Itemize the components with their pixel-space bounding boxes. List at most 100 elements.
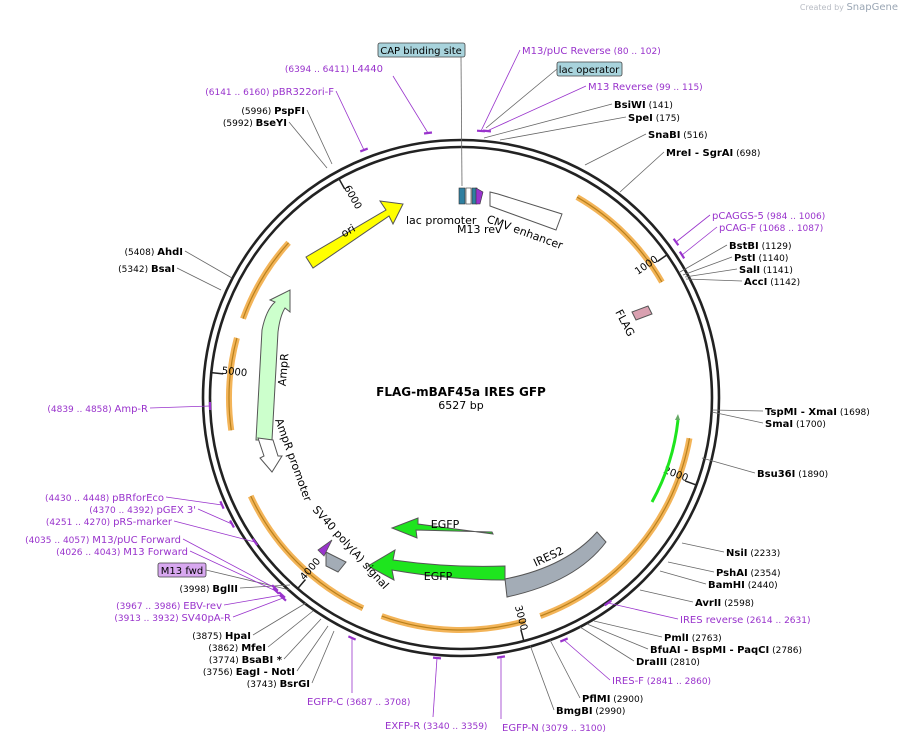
label-part-a: (3756) [203, 668, 236, 678]
primer-label-2[interactable]: pCAGGS-5 (984 .. 1006) [712, 211, 825, 222]
primer-label-5[interactable]: IRES-F (2841 .. 2860) [612, 676, 711, 687]
primer-label-11[interactable]: (4026 .. 4043) M13 Forward [56, 547, 188, 558]
site-label-8[interactable]: TspMI - XmaI (1698) [765, 407, 870, 418]
site-label-4[interactable]: BstBI (1129) [729, 241, 792, 252]
sv40-marker [317, 539, 333, 557]
snapgene-logo: SnapGene [846, 2, 898, 13]
site-label-1[interactable]: SpeI (175) [628, 113, 680, 124]
egfp-inner-feature[interactable] [390, 517, 494, 539]
site-leader [529, 644, 555, 711]
label-part-a: (4839 .. 4858) [47, 405, 114, 415]
primer-label-7[interactable]: EXFP-R (3340 .. 3359) [385, 721, 487, 732]
site-label-26[interactable]: (5408) AhdI [124, 247, 183, 258]
ori-feature[interactable] [305, 200, 404, 269]
primer-label-0[interactable]: M13/pUC Reverse (80 .. 102) [522, 46, 661, 57]
site-label-29[interactable]: (5992) BseYI [223, 118, 287, 129]
site-leader [579, 626, 635, 662]
lac-operator-feature[interactable] [465, 187, 472, 205]
site-leader [176, 267, 222, 291]
label-part-a: SpeI [628, 113, 653, 124]
egfp-outer-feature[interactable] [366, 548, 506, 581]
flag-feature[interactable] [631, 305, 653, 321]
primer-label-1[interactable]: M13 Reverse (99 .. 115) [588, 82, 703, 93]
site-label-23[interactable]: (3774) BsaBI * [209, 655, 283, 666]
label-part-b: (516) [680, 131, 707, 141]
site-label-7[interactable]: AccI (1142) [744, 277, 800, 288]
site-label-25[interactable]: (3743) BsrGI [247, 679, 310, 690]
site-label-3[interactable]: MreI - SgrAI (698) [666, 148, 760, 159]
label-part-a: (4251 .. 4270) [46, 518, 113, 528]
site-label-18[interactable]: PflMI (2900) [582, 694, 643, 705]
site-label-19[interactable]: BmgBI (2990) [556, 706, 625, 717]
label-part-b: (99 .. 115) [653, 83, 703, 93]
site-label-14[interactable]: AvrII (2598) [695, 598, 754, 609]
primer-label-8[interactable]: EGFP-C (3687 .. 3708) [307, 697, 410, 708]
primer-label-14[interactable]: (4370 .. 4392) pGEX 3' [89, 505, 196, 516]
ampr-promoter-feature[interactable] [257, 437, 283, 473]
primer-mark [229, 519, 235, 529]
label-part-b: (2233) [747, 549, 780, 559]
site-leader [681, 542, 725, 553]
primer-label-16[interactable]: (4839 .. 4858) Amp-R [47, 404, 148, 415]
cmv-enhancer-feature[interactable] [489, 191, 563, 231]
primer-label-6[interactable]: EGFP-N (3079 .. 3100) [502, 723, 606, 734]
ampr-feature[interactable] [255, 289, 291, 441]
label-part-a: EGFP-C [307, 697, 343, 708]
lac-operator-tag[interactable]: lac operator [556, 61, 623, 77]
tick-1000 [656, 254, 668, 263]
site-label-11[interactable]: NsiI (2233) [726, 548, 780, 559]
m13-fwd-tag[interactable]: M13 fwd [157, 562, 207, 578]
label-part-b: BsaI [151, 264, 175, 275]
lac-promoter-feature[interactable] [458, 187, 466, 205]
primer-label-9[interactable]: (3913 .. 3932) SV40pA-R [114, 613, 231, 624]
site-label-27[interactable]: (5342) BsaI [118, 264, 175, 275]
site-label-13[interactable]: BamHI (2440) [708, 580, 778, 591]
primer-label-3[interactable]: pCAG-F (1068 .. 1087) [719, 223, 823, 234]
site-label-0[interactable]: BsiWI (141) [614, 100, 673, 111]
site-leader [679, 244, 728, 273]
label-part-b: (2354) [748, 569, 781, 579]
site-label-5[interactable]: PstI (1140) [734, 253, 788, 264]
lac-promoter-label: lac promoter [406, 214, 477, 227]
orf-arcs [226, 194, 693, 633]
primer-mark [278, 591, 286, 599]
label-part-b: (1142) [767, 278, 800, 288]
site-label-22[interactable]: (3862) MfeI [208, 643, 266, 654]
primer-label-17[interactable]: (6141 .. 6160) pBR322ori-F [205, 87, 334, 98]
label-part-a: NsiI [726, 548, 747, 559]
primer-label-13[interactable]: (4251 .. 4270) pRS-marker [46, 517, 173, 528]
site-label-28[interactable]: (5996) PspFI [241, 106, 305, 117]
site-label-15[interactable]: PmlI (2763) [664, 633, 722, 644]
site-label-17[interactable]: DraIII (2810) [636, 657, 700, 668]
lac-operator-text: lac operator [559, 65, 620, 76]
site-label-24[interactable]: (3756) EagI - NotI [203, 667, 295, 678]
site-label-9[interactable]: SmaI (1700) [765, 419, 826, 430]
tick-3000 [520, 629, 525, 642]
label-part-b: (175) [653, 114, 680, 124]
primer-label-12[interactable]: (4035 .. 4057) M13/pUC Forward [25, 535, 181, 546]
primer-label-10[interactable]: (3967 .. 3986) EBV-rev [116, 601, 222, 612]
ires2-feature[interactable] [504, 531, 607, 598]
site-label-10[interactable]: Bsu36I (1890) [757, 469, 828, 480]
label-part-a: PshAI [716, 568, 748, 579]
primer-mark [423, 131, 433, 135]
site-label-16[interactable]: BfuAI - BspMI - PaqCI (2786) [650, 645, 802, 656]
cap-binding-tag[interactable]: CAP binding site [377, 42, 466, 58]
primer-label-18[interactable]: (6394 .. 6411) L4440 [285, 64, 383, 75]
label-part-a: (5408) [124, 248, 157, 258]
sv40-feature[interactable] [325, 551, 347, 573]
label-part-a: (6394 .. 6411) [285, 65, 352, 75]
site-label-12[interactable]: PshAI (2354) [716, 568, 780, 579]
primer-leader [563, 639, 611, 681]
primer-label-4[interactable]: IRES reverse (2614 .. 2631) [680, 615, 810, 626]
map-labels: BsiWI (141) SpeI (175) SnaBI (516) MreI - S… [25, 46, 870, 734]
site-leader [288, 121, 328, 169]
site-label-2[interactable]: SnaBI (516) [648, 130, 707, 141]
label-part-a: (6141 .. 6160) [205, 88, 272, 98]
primer-leader [675, 214, 711, 243]
site-label-20[interactable]: (3998) BglII [180, 584, 238, 595]
primer-label-15[interactable]: (4430 .. 4448) pBRforEco [45, 493, 164, 504]
site-label-21[interactable]: (3875) HpaI [192, 631, 251, 642]
site-label-6[interactable]: SalI (1141) [739, 265, 793, 276]
m13-rev-feature[interactable] [475, 187, 484, 205]
